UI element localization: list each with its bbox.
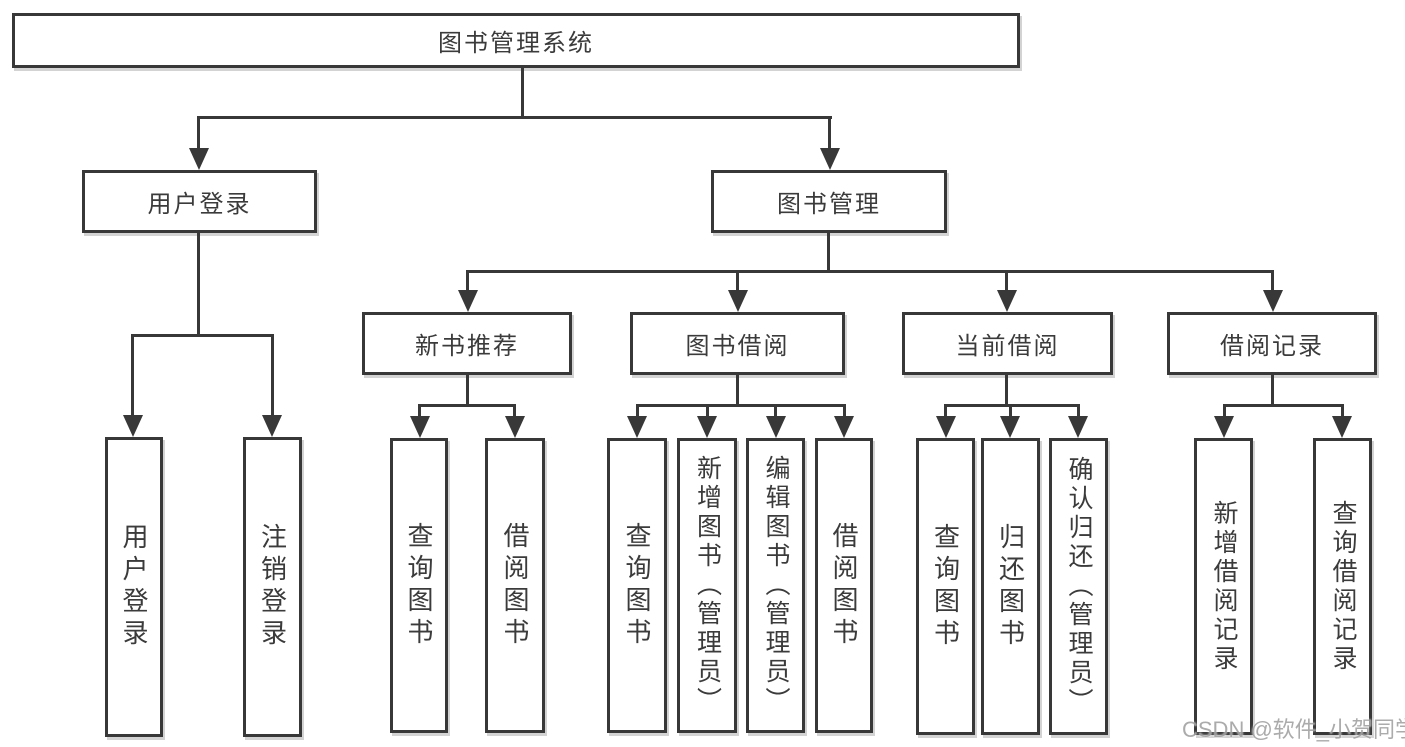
connector-root-stub: [521, 68, 524, 119]
node-label: 查询图书: [404, 521, 434, 650]
arrow-down-icon: [1332, 416, 1352, 438]
arrow-down-icon: [410, 416, 430, 438]
node-current-borrowing: 当前借阅: [902, 312, 1113, 375]
arrow-down-icon: [1068, 416, 1088, 438]
leaf-user-login: 用户登录: [105, 437, 163, 737]
arrow-down-icon: [766, 416, 786, 438]
leaf-add-book-admin: 新增图书（管理员）: [677, 438, 737, 733]
arrow-down-icon: [627, 416, 647, 438]
arrow-down-icon: [123, 415, 143, 437]
arrow-down-icon: [1000, 416, 1020, 438]
connector-drop: [1005, 270, 1008, 294]
connector-drop: [1009, 404, 1012, 418]
node-label: 新增图书（管理员）: [693, 455, 722, 716]
leaf-borrowing-borrow-book: 借阅图书: [815, 438, 873, 733]
leaf-edit-book-admin: 编辑图书（管理员）: [746, 438, 805, 733]
node-label: 新书推荐: [415, 333, 519, 360]
arrow-down-icon: [1214, 416, 1234, 438]
arrow-down-icon: [820, 148, 840, 170]
arrow-down-icon: [936, 416, 956, 438]
connector-drop: [1223, 404, 1226, 418]
leaf-borrowing-query-book: 查询图书: [607, 438, 667, 733]
connector-drop: [944, 404, 947, 418]
node-label: 图书借阅: [685, 333, 790, 360]
node-label: 借阅图书: [829, 521, 859, 650]
node-label: 当前借阅: [955, 333, 1060, 360]
connector-rail-level2: [197, 116, 832, 119]
connector-drop: [418, 404, 421, 418]
connector-drop: [706, 404, 709, 418]
connector-drop: [1341, 404, 1344, 418]
connector-drop: [271, 334, 274, 419]
node-label: 图书管理: [777, 191, 881, 218]
leaf-return-book: 归还图书: [981, 438, 1040, 735]
connector-group-c-stub: [1005, 375, 1008, 407]
arrow-down-icon: [505, 416, 525, 438]
node-label: 用户登录: [147, 191, 252, 218]
connector-rail-user-login: [131, 334, 274, 337]
node-label: 归还图书: [995, 522, 1026, 651]
arrow-down-icon: [997, 290, 1017, 312]
connector-user-login-stub: [197, 233, 200, 337]
arrow-down-icon: [728, 290, 748, 312]
node-label: 新增借阅记录: [1210, 499, 1238, 674]
node-label: 借阅记录: [1220, 333, 1324, 360]
connector-rail-level3: [466, 270, 1274, 273]
csdn-watermark: CSDN @软件_小贺同学: [1182, 717, 1405, 742]
arrow-down-icon: [262, 415, 282, 437]
leaf-current-query-book: 查询图书: [916, 438, 975, 735]
arrow-down-icon: [834, 416, 854, 438]
connector-drop: [636, 404, 639, 418]
connector-drop: [843, 404, 846, 418]
leaf-add-borrow-record: 新增借阅记录: [1194, 438, 1253, 735]
connector-book-mgmt-stub: [827, 233, 830, 273]
arrow-down-icon: [1263, 290, 1283, 312]
node-book-borrowing: 图书借阅: [630, 312, 845, 375]
node-user-login: 用户登录: [82, 170, 317, 233]
leaf-logout: 注销登录: [243, 437, 302, 737]
connector-drop: [774, 404, 777, 418]
node-label: 编辑图书（管理员）: [762, 455, 790, 716]
connector-drop: [1271, 270, 1274, 294]
connector-rail-group-b: [636, 404, 845, 407]
connector-group-b-stub: [736, 375, 739, 407]
node-book-management: 图书管理: [711, 170, 947, 233]
connector-rail-group-d: [1223, 404, 1343, 407]
connector-drop: [828, 116, 831, 152]
node-label: 查询借阅记录: [1329, 499, 1357, 674]
leaf-confirm-return-admin: 确认归还（管理员）: [1049, 438, 1108, 735]
connector-drop: [736, 270, 739, 294]
leaf-recommend-borrow-book: 借阅图书: [485, 438, 545, 733]
connector-drop: [1077, 404, 1080, 418]
node-label: 确认归还（管理员）: [1065, 456, 1093, 717]
node-label: 查询图书: [930, 522, 961, 651]
connector-group-d-stub: [1271, 375, 1274, 407]
arrow-down-icon: [189, 148, 209, 170]
node-label: 图书管理系统: [438, 30, 594, 57]
connector-drop: [131, 334, 134, 419]
arrow-down-icon: [697, 416, 717, 438]
connector-drop: [197, 116, 200, 152]
node-borrowing-records: 借阅记录: [1167, 312, 1377, 375]
connector-drop: [513, 404, 516, 418]
node-new-book-recommend: 新书推荐: [362, 312, 572, 375]
node-library-management-system: 图书管理系统: [12, 13, 1020, 68]
leaf-recommend-query-book: 查询图书: [390, 438, 448, 733]
node-label: 注销登录: [257, 523, 288, 651]
node-label: 查询图书: [622, 521, 652, 650]
connector-drop: [466, 270, 469, 294]
connector-group-a-stub: [466, 375, 469, 407]
node-label: 用户登录: [119, 523, 149, 651]
leaf-query-borrow-record: 查询借阅记录: [1313, 438, 1372, 735]
arrow-down-icon: [458, 290, 478, 312]
node-label: 借阅图书: [500, 521, 530, 650]
connector-rail-group-a: [418, 404, 516, 407]
